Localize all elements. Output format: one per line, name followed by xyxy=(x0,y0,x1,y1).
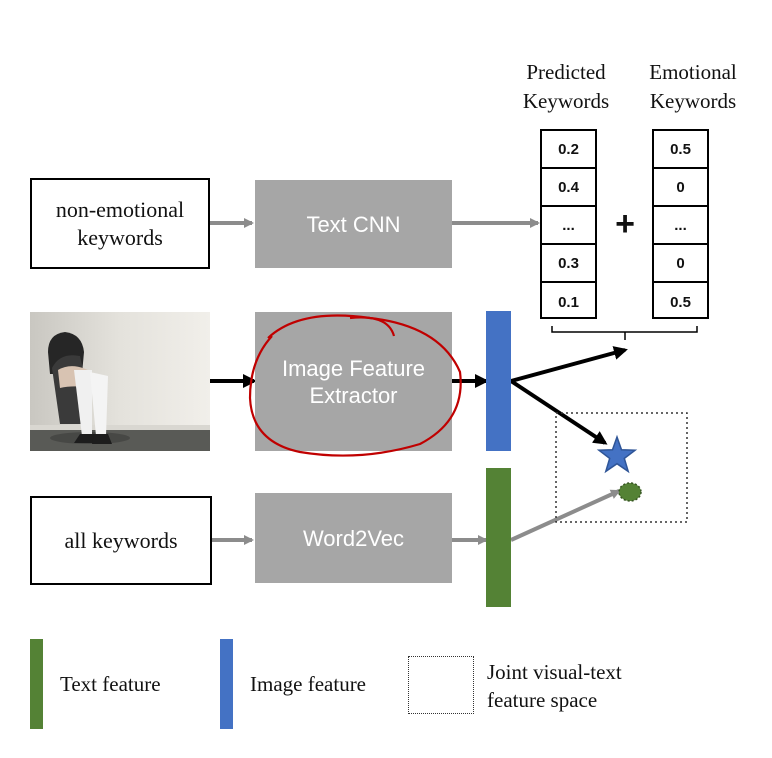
legend-image-feature-label: Image feature xyxy=(250,672,367,696)
module-word2vec: Word2Vec xyxy=(255,493,452,583)
vector-cell: ... xyxy=(654,207,707,245)
legend-text-feature-swatch xyxy=(30,639,43,729)
star-icon xyxy=(596,434,638,474)
arrow-textfeature-to-ellipse xyxy=(510,489,621,542)
arrow-imagefeature-to-star xyxy=(509,379,608,445)
predicted-keywords-header: Predicted Keywords xyxy=(522,60,610,113)
image-feature-bar xyxy=(486,311,511,451)
vector-cell: 0.4 xyxy=(542,169,595,207)
vector-bracket xyxy=(551,326,698,340)
emotional-keywords-vector: 0.5 0 ... 0 0.5 xyxy=(652,129,709,319)
legend-image-feature-swatch xyxy=(220,639,233,729)
legend-text-feature-label: Text feature xyxy=(60,672,161,696)
input-non-emotional-label: non-emotional keywords xyxy=(55,196,185,250)
text-feature-bar xyxy=(486,468,511,607)
vector-cell: ... xyxy=(542,207,595,245)
input-all-keywords-label: all keywords xyxy=(64,527,178,553)
vector-cell: 0.2 xyxy=(542,131,595,169)
input-non-emotional-keywords: non-emotional keywords xyxy=(30,178,210,269)
ellipse-icon xyxy=(618,482,642,502)
predicted-keywords-vector: 0.2 0.4 ... 0.3 0.1 xyxy=(540,129,597,319)
arrow-imagefeature-to-bracket xyxy=(510,346,628,383)
module-image-feature-extractor: Image Feature Extractor xyxy=(255,312,452,451)
module-text-cnn: Text CNN xyxy=(255,180,452,268)
vector-cell: 0 xyxy=(654,245,707,283)
emotional-keywords-header: Emotional Keywords xyxy=(649,60,737,113)
vector-cell: 0.1 xyxy=(558,293,579,311)
legend-joint-space-swatch xyxy=(408,656,474,714)
vector-cell: 0.5 xyxy=(654,131,707,169)
input-all-keywords: all keywords xyxy=(30,496,212,585)
module-image-feature-extractor-label: Image Feature Extractor xyxy=(281,355,426,408)
module-word2vec-label: Word2Vec xyxy=(302,525,405,551)
joint-space-box xyxy=(555,412,688,523)
module-text-cnn-label: Text CNN xyxy=(306,211,401,237)
input-image xyxy=(30,312,210,451)
vector-cell: 0 xyxy=(654,169,707,207)
plus-sign: + xyxy=(615,205,635,243)
legend-joint-space-label: Joint visual-text feature space xyxy=(487,660,622,712)
vector-cell: 0.5 xyxy=(670,293,691,311)
sad-person-photo xyxy=(30,312,210,451)
vector-cell: 0.3 xyxy=(542,245,595,283)
